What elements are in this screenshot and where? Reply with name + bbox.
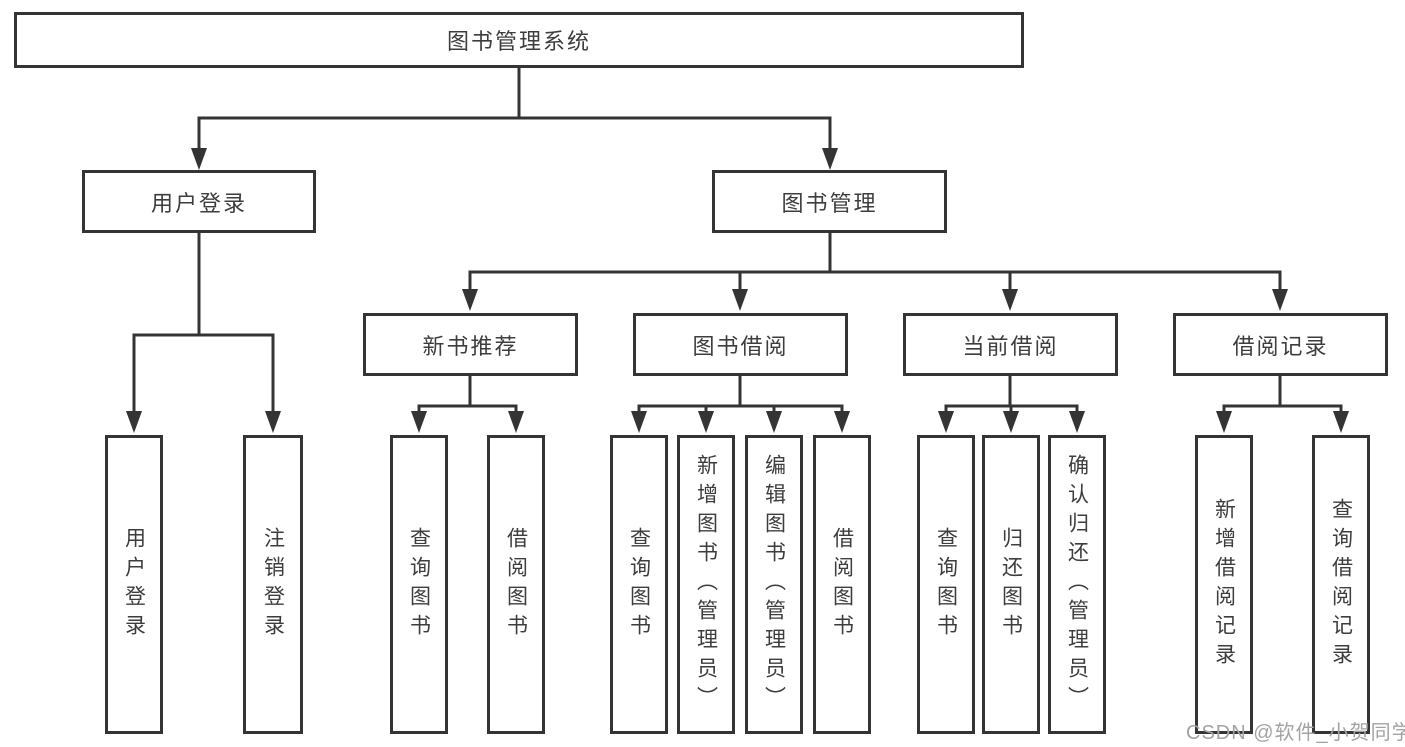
arrowhead-down-icon [191,148,207,170]
node-label: 查询借阅记录 [1329,497,1353,672]
leaf-query-books-borrow: 查询图书 [610,435,668,734]
arrowhead-down-icon [1069,411,1085,433]
node-label: 查询图书 [627,526,651,643]
node-label: 借阅图书 [830,526,854,643]
connector-user-login-to-leaves [126,230,281,433]
leaf-query-books-recommend: 查询图书 [390,435,448,734]
node-label: 借阅记录 [1232,333,1329,359]
arrowhead-down-icon [1002,289,1018,311]
arrowhead-down-icon [411,411,427,433]
leaf-query-borrow-record: 查询借阅记录 [1312,435,1370,734]
leaf-user-login: 用户登录 [105,435,163,734]
node-label: 用户登录 [122,526,146,643]
node-label: 新书推荐 [422,333,519,359]
arrowhead-down-icon [126,411,142,433]
node-label: 图书管理 [781,190,878,216]
node-label: 用户登录 [150,190,247,216]
leaf-query-books-current: 查询图书 [917,435,975,734]
arrowhead-down-icon [698,411,714,433]
node-current-borrow: 当前借阅 [903,313,1118,376]
leaf-borrow-books: 借阅图书 [813,435,871,734]
leaf-confirm-return-admin: 确认归还（管理员） [1048,435,1106,734]
arrowhead-down-icon [1003,411,1019,433]
node-label: 新增借阅记录 [1212,497,1236,672]
arrowhead-down-icon [462,289,478,311]
leaf-edit-books-admin: 编辑图书（管理员） [745,435,803,734]
connector-current-borrow-to-leaves [938,374,1085,433]
leaf-borrow-books-recommend: 借阅图书 [487,435,545,734]
arrowhead-down-icon [766,411,782,433]
node-label: 借阅图书 [504,526,528,643]
node-root-system: 图书管理系统 [14,12,1024,68]
node-label: 当前借阅 [962,333,1059,359]
arrowhead-down-icon [508,411,524,433]
node-borrow-records: 借阅记录 [1173,313,1388,376]
arrowhead-down-icon [631,411,647,433]
connector-root-to-level2 [191,66,838,170]
arrowhead-down-icon [1272,289,1288,311]
arrowhead-down-icon [822,148,838,170]
connector-book-management-to-level3 [462,231,1288,311]
node-label: 注销登录 [261,526,285,643]
node-book-borrow: 图书借阅 [633,313,848,376]
arrowhead-down-icon [732,289,748,311]
arrowhead-down-icon [938,411,954,433]
node-label: 编辑图书（管理员） [762,454,786,715]
leaf-add-books-admin: 新增图书（管理员） [677,435,735,734]
connector-book-borrow-to-leaves [631,374,850,433]
node-new-book-recommend: 新书推荐 [363,313,578,376]
node-user-login: 用户登录 [82,170,316,233]
arrowhead-down-icon [1333,411,1349,433]
node-label: 图书借阅 [692,333,789,359]
node-label: 图书管理系统 [446,29,591,54]
arrowhead-down-icon [834,411,850,433]
csdn-watermark: CSDN @软件_小贺同学 [1186,722,1405,744]
node-label: 归还图书 [999,526,1023,643]
leaf-return-books: 归还图书 [982,435,1040,734]
connector-borrow-records-to-leaves [1216,374,1349,433]
leaf-logout: 注销登录 [243,435,303,734]
node-label: 确认归还（管理员） [1065,454,1089,715]
node-label: 新增图书（管理员） [694,454,718,715]
node-book-management: 图书管理 [712,170,947,233]
node-label: 查询图书 [934,526,958,643]
leaf-add-borrow-record: 新增借阅记录 [1195,435,1253,734]
arrowhead-down-icon [1216,411,1232,433]
arrowhead-down-icon [265,411,281,433]
connector-new-book-to-leaves [411,374,524,433]
node-label: 查询图书 [407,526,431,643]
